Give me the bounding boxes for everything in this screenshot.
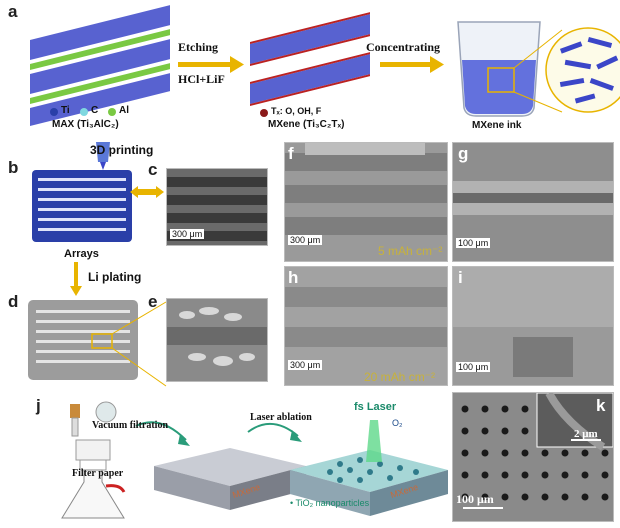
- plated-array-illustration: [28, 300, 138, 380]
- panel-label-h: h: [288, 268, 299, 287]
- ti-legend-dot: [50, 108, 58, 116]
- c-legend-dot: [80, 108, 88, 116]
- mxene-film-illustration: [154, 448, 306, 510]
- sem-image-e: [166, 298, 268, 382]
- capacity-label-f: 5 mAh cm⁻²: [378, 244, 443, 258]
- scale-label-f: 300 μm: [288, 235, 323, 245]
- o2-label: O₂: [392, 418, 403, 428]
- li-plating-arrow: [70, 262, 82, 296]
- filtration-flask-illustration: [61, 401, 126, 519]
- scale-label-i: 100 μm: [456, 362, 491, 372]
- panel-label-i: i: [458, 268, 463, 287]
- max-crystal-illustration: [30, 5, 170, 126]
- filter-paper-label: Filter paper: [72, 468, 124, 479]
- mxene-ink-label: MXene ink: [472, 120, 522, 131]
- zoom-lines-de: [111, 301, 167, 387]
- ti-legend-label: Ti: [61, 105, 70, 116]
- tx-legend-label: Tₓ: O, OH, F: [271, 106, 322, 116]
- sem-image-f: [284, 142, 448, 262]
- tx-legend-dot: [260, 109, 268, 117]
- panel-label-j: j: [36, 396, 41, 415]
- scale-label-c: 300 μm: [170, 229, 205, 239]
- panel-label-d: d: [8, 292, 19, 311]
- panel-label-a: a: [8, 2, 18, 21]
- panel-a-graphic: [30, 5, 620, 126]
- panel-label-e: e: [148, 292, 158, 311]
- panel-label-c: c: [148, 160, 158, 179]
- mxene-formula-label: MXene (Ti₃C₂Tₓ): [268, 119, 345, 130]
- ablation-arrow: [247, 423, 299, 437]
- panel-label-b: b: [8, 158, 19, 177]
- fs-laser-label: fs Laser: [354, 401, 397, 413]
- beaker-illustration: [457, 21, 563, 117]
- inset-scale-label-k: 2 μm: [574, 428, 598, 440]
- max-formula-label: MAX (Ti₃AlC₂): [52, 119, 119, 130]
- vacuum-filtration-label: Vacuum filtration: [92, 420, 169, 431]
- double-arrow-icon: [130, 186, 164, 198]
- etching-arrow: [178, 56, 244, 73]
- li-plating-label: Li plating: [88, 270, 142, 284]
- printed-array-illustration: [32, 142, 132, 242]
- panel-j-graphic: [61, 401, 448, 519]
- ablated-film-illustration: [290, 420, 448, 516]
- 3d-printing-label: 3D printing: [90, 143, 154, 157]
- mxene-flakes-zoom: [545, 27, 620, 113]
- laser-ablation-label: Laser ablation: [250, 412, 312, 423]
- etching-label: Etching: [178, 40, 219, 54]
- al-legend-label: Al: [119, 105, 129, 116]
- c-legend-label: C: [91, 105, 99, 116]
- concentrating-arrow: [380, 56, 444, 73]
- panel-label-g: g: [458, 144, 469, 163]
- panel-label-f: f: [288, 144, 294, 163]
- sem-image-c: [166, 168, 268, 246]
- concentrating-label: Concentrating: [366, 40, 440, 54]
- sem-image-k: [452, 392, 614, 522]
- scale-label-h: 300 μm: [288, 360, 323, 370]
- mxene-crystal-illustration: [250, 12, 370, 106]
- scale-label-k: 100 μm: [456, 492, 494, 506]
- arrays-label: Arrays: [64, 248, 99, 260]
- al-legend-dot: [108, 108, 116, 116]
- tio2-label: • TiO₂ nanoparticles: [290, 498, 370, 508]
- reagent-label: HCl+LiF: [178, 72, 225, 86]
- scale-label-g: 100 μm: [456, 238, 491, 248]
- capacity-label-h: 20 mAh cm⁻²: [364, 370, 436, 384]
- panel-label-k: k: [596, 396, 606, 415]
